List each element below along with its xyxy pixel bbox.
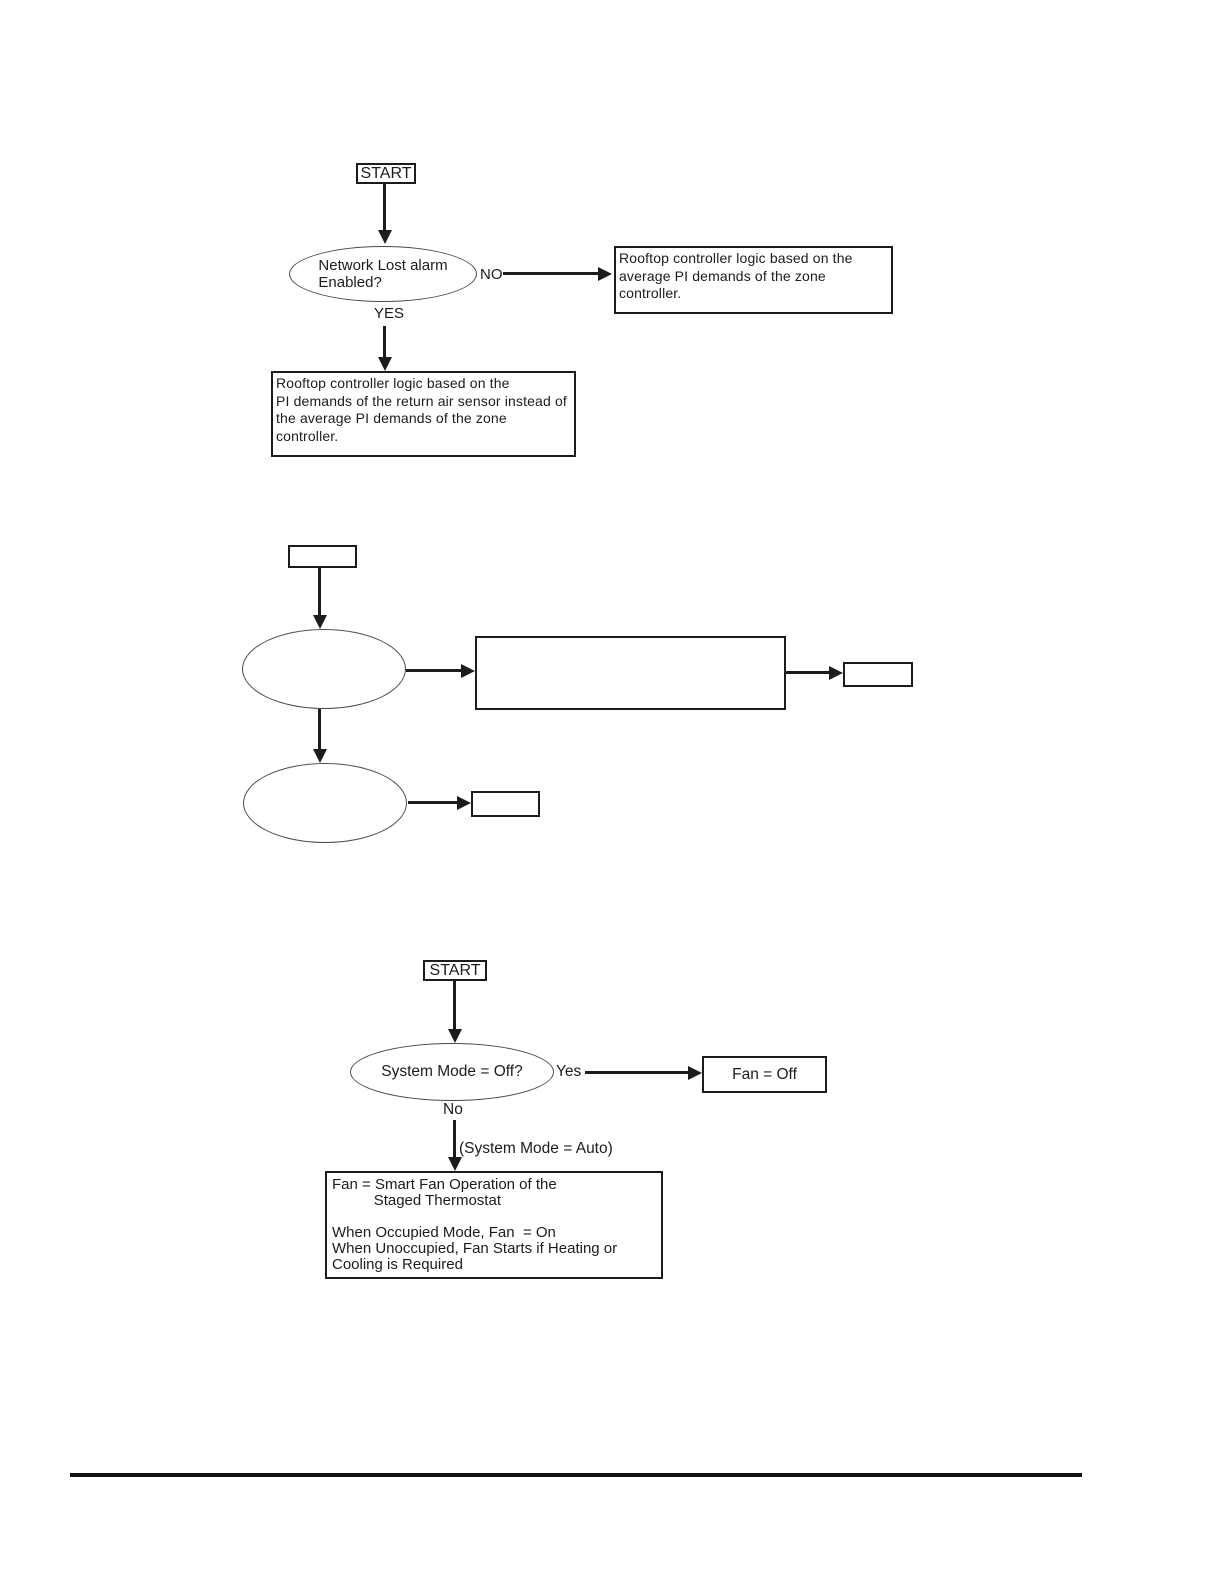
no-result-text: Rooftop controller logic based on the av… xyxy=(619,250,853,302)
arrow-start-to-decision xyxy=(383,184,386,230)
yes-branch-label: YES xyxy=(374,305,405,322)
arrow-blank-decision1-to-decision2 xyxy=(318,709,321,749)
blank-result-box xyxy=(475,636,786,710)
blank-decision-1 xyxy=(242,629,406,709)
network-lost-decision: Network Lost alarm Enabled? xyxy=(289,246,477,302)
blank-end-box-2 xyxy=(471,791,540,817)
arrow-fan-no-branch xyxy=(453,1120,456,1157)
blank-start-terminator xyxy=(288,545,357,568)
arrow-fan-yes-branch xyxy=(585,1071,688,1074)
start-label: START xyxy=(360,165,412,182)
decision-text: Network Lost alarm Enabled? xyxy=(318,256,448,291)
arrow-no-branch xyxy=(503,272,598,275)
smart-fan-text: Fan = Smart Fan Operation of the Staged … xyxy=(332,1176,618,1273)
footer-rule xyxy=(70,1473,1082,1477)
yes-result-text: Rooftop controller logic based on the PI… xyxy=(276,375,567,444)
arrow-blank-result-to-end1 xyxy=(786,671,829,674)
fan-start-terminator: START xyxy=(423,960,487,981)
system-mode-decision: System Mode = Off? xyxy=(350,1043,554,1101)
blank-end-box-1 xyxy=(843,662,913,687)
fan-yes-branch-label: Yes xyxy=(556,1063,582,1080)
yes-result-box: Rooftop controller logic based on the PI… xyxy=(271,371,576,457)
system-mode-decision-text: System Mode = Off? xyxy=(381,1063,523,1081)
fan-off-box: Fan = Off xyxy=(702,1056,827,1093)
arrow-blank-decision2-to-end2 xyxy=(408,801,457,804)
fan-start-label: START xyxy=(429,962,481,979)
smart-fan-box: Fan = Smart Fan Operation of the Staged … xyxy=(325,1171,663,1279)
arrow-blank-decision1-to-result xyxy=(406,669,461,672)
system-mode-auto-annotation: (System Mode = Auto) xyxy=(459,1140,613,1157)
fan-off-text: Fan = Off xyxy=(732,1065,797,1083)
start-terminator: START xyxy=(356,163,416,184)
fan-no-branch-label: No xyxy=(443,1101,463,1118)
blank-decision-2 xyxy=(243,763,407,843)
no-branch-label: NO xyxy=(480,266,503,283)
no-result-box: Rooftop controller logic based on the av… xyxy=(614,246,893,314)
arrow-fan-start-to-decision xyxy=(453,981,456,1029)
arrow-blank-start-to-decision1 xyxy=(318,568,321,615)
blank-result-text xyxy=(477,638,784,642)
arrow-yes-branch xyxy=(383,326,386,357)
